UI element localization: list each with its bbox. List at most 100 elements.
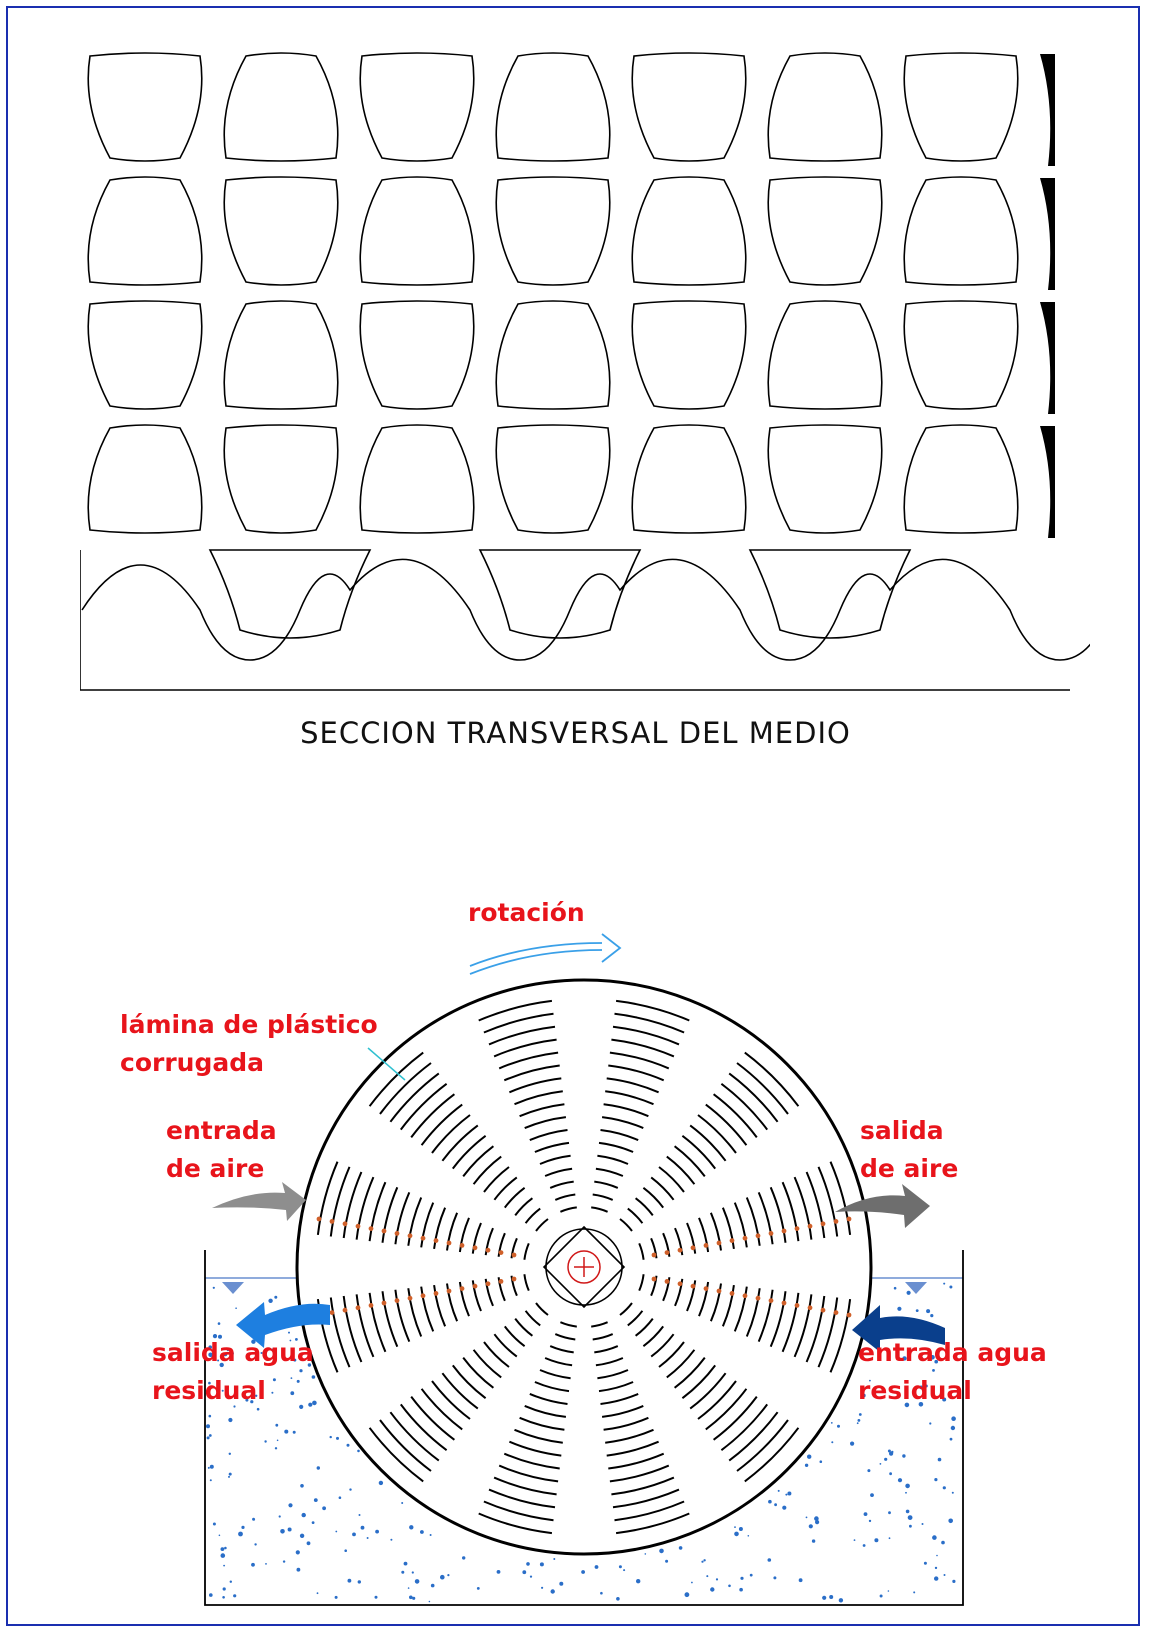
water-dot (429, 1534, 432, 1536)
disc-ring-segment (471, 1222, 482, 1254)
water-dot (208, 1434, 212, 1437)
water-dot (335, 1530, 338, 1533)
water-dot (412, 1596, 416, 1600)
disc-ring-segment (658, 1341, 685, 1368)
water-dot (773, 1576, 777, 1580)
transfer-zone-dot (433, 1238, 439, 1243)
transfer-zone-dot (677, 1281, 683, 1287)
water-dot (874, 1538, 879, 1543)
media-cell (223, 52, 339, 162)
water-dot (905, 1483, 910, 1489)
transfer-zone-dot (807, 1223, 813, 1229)
air-outlet-arrow-icon (835, 1184, 930, 1228)
disc-ring-segment (601, 1404, 644, 1418)
air-out-label-line2: de aire (860, 1154, 959, 1183)
disc-ring-segment (650, 1237, 658, 1259)
disc-ring-segment (446, 1283, 459, 1322)
water-dot (301, 1512, 306, 1518)
disc-ring-segment (698, 1281, 710, 1317)
water-dot (902, 1356, 907, 1361)
media-cell (223, 176, 339, 286)
water-dot (274, 1447, 278, 1450)
water-dot (943, 1574, 946, 1576)
water-level-marker-right (905, 1282, 927, 1294)
water-dot (553, 1558, 556, 1560)
water-dot (208, 1352, 213, 1358)
disc-ring-segment (472, 1155, 502, 1185)
transfer-zone-dot (355, 1223, 361, 1229)
transfer-zone-dot (342, 1221, 348, 1227)
water-dot (644, 1553, 647, 1555)
transfer-zone-dot (690, 1283, 696, 1289)
disc-ring-segment (757, 1192, 774, 1245)
water-dot (218, 1534, 221, 1537)
transfer-zone-dot (807, 1305, 813, 1311)
transfer-zone-dot (664, 1250, 670, 1255)
media-cell (87, 300, 203, 410)
water-out-label-line1: salida agua (152, 1338, 314, 1367)
disc-ring-segment (544, 1357, 573, 1367)
disc-ring-segment (594, 1180, 619, 1189)
disc-ring-segment (650, 1176, 675, 1201)
water-dot (767, 1558, 772, 1562)
water-dot (949, 1437, 953, 1441)
water-dot (703, 1559, 706, 1562)
transfer-zone-dot (651, 1276, 657, 1282)
media-cell (495, 52, 611, 162)
disc-ring-segment (744, 1427, 800, 1483)
transfer-zone-dot (459, 1243, 465, 1248)
disc-ring-segment (549, 1345, 574, 1354)
disc-ring-segment (452, 1135, 487, 1170)
disc-ring-segment (597, 1154, 629, 1165)
water-dot (710, 1587, 715, 1592)
disc-ring-segment (519, 1416, 565, 1431)
water-dot (366, 1537, 369, 1539)
disc-ring-segment (745, 1197, 761, 1246)
water-dot (233, 1405, 236, 1408)
page-frame (6, 6, 1140, 1626)
water-dot (923, 1561, 927, 1565)
disc-ring-segment (611, 1038, 675, 1058)
water-dot (918, 1402, 924, 1407)
disc-ring-segment (342, 1171, 363, 1239)
water-dot (221, 1389, 224, 1392)
water-in-label-line1: entrada agua (858, 1338, 1047, 1367)
water-dot (218, 1334, 222, 1339)
media-cell (767, 176, 883, 286)
disc-ring-segment (721, 1207, 735, 1250)
water-dot (930, 1355, 935, 1360)
disc-ring-segment (514, 1317, 534, 1337)
water-dot (496, 1570, 501, 1574)
media-cell (495, 176, 611, 286)
water-dot (897, 1306, 902, 1311)
disc-ring-segment (524, 1116, 567, 1130)
water-dot (228, 1475, 230, 1478)
disc-ring-segment (510, 1237, 518, 1259)
transfer-zone-dot (677, 1247, 683, 1253)
water-dot (870, 1493, 874, 1497)
disc-ring-segment (614, 1012, 685, 1034)
water-dot (290, 1377, 293, 1379)
transfer-zone-dot (342, 1307, 348, 1313)
transfer-zone-dot (407, 1295, 413, 1301)
water-dot (275, 1423, 279, 1427)
disc-ring-segment (316, 1298, 339, 1373)
water-dot (338, 1496, 342, 1499)
water-dot (929, 1422, 932, 1425)
disc-ring-segment (504, 1187, 526, 1209)
water-dot (440, 1574, 445, 1580)
media-cell (903, 52, 1019, 162)
disc-ring-segment (608, 1064, 665, 1082)
water-dot (219, 1362, 224, 1368)
media-wave (81, 558, 1090, 661)
disc-ring-segment (497, 1232, 506, 1257)
water-dot (934, 1576, 939, 1581)
water-dot (594, 1565, 599, 1569)
disc-ring-segment (673, 1145, 706, 1178)
disc-ring-segment (368, 1051, 424, 1107)
water-dot (308, 1402, 313, 1407)
water-dot (229, 1351, 234, 1356)
disc-ring-segment (544, 1167, 573, 1177)
water-dot (430, 1583, 435, 1588)
water-dot (312, 1400, 317, 1406)
